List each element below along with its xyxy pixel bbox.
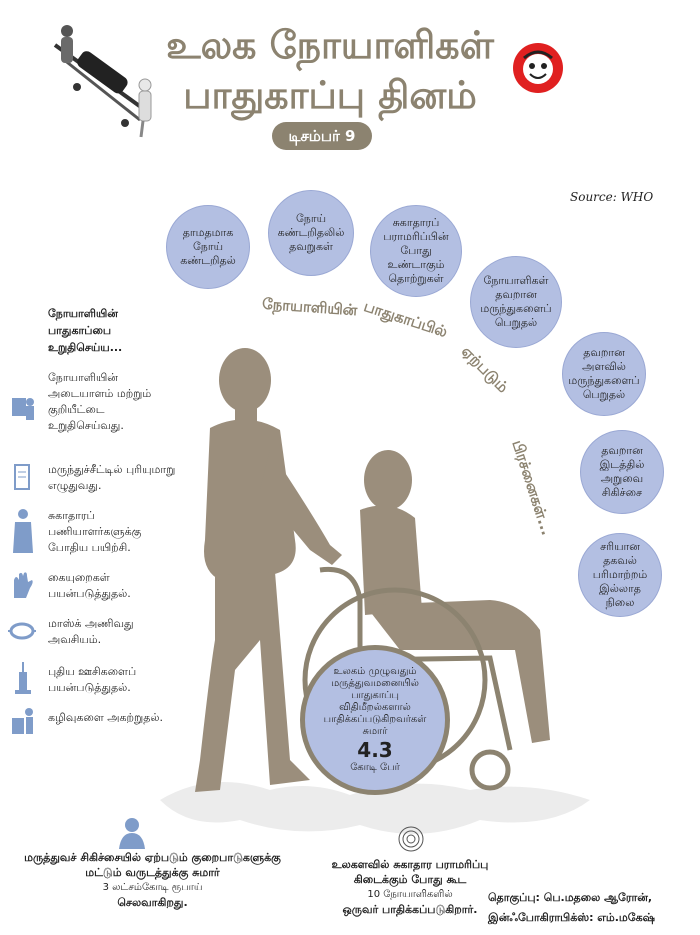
problem-bubble: தாமதமாக நோய் கண்டறிதல் — [166, 205, 250, 289]
doctor-icon — [119, 818, 145, 849]
health-worker-icon — [13, 509, 33, 553]
stretcher-illustration — [53, 25, 152, 138]
world-map-background — [160, 782, 590, 834]
page-title-line2: பாதுகாப்பு தினம் — [183, 73, 477, 117]
safety-tip: மாஸ்க் அணிவது அவசியம். — [48, 617, 134, 646]
source-label: Source: WHO — [570, 190, 654, 204]
safety-tip: நோயாளியின் அடையாளம் மற்றும் குறியீட்டை உ… — [48, 371, 152, 432]
safety-tip: கழிவுகளை அகற்றுதல். — [48, 711, 163, 724]
caregiver-wheelchair-silhouette — [195, 348, 550, 792]
safety-tip: புதிய ஊசிகளைப் பயன்படுத்துதல். — [48, 665, 137, 694]
stat-description: உலகம் முழுவதும் மருத்துவமனையில் பாதுகாப்… — [323, 666, 427, 737]
problem-bubble: நோய் கண்டறிதலில் தவறுகள் — [268, 190, 354, 276]
prescription-icon — [14, 464, 30, 490]
harm-ratio-stat: உலகளவில் சுகாதார பராமரிப்பு கிடைக்கும் ப… — [331, 858, 489, 916]
problem-bubble: தவறான அளவில் மருந்துகளைப் பெறுதல் — [562, 332, 646, 416]
credits: தொகுப்பு: பெ.மதலை ஆரோன், இன்ஃபோகிராபிக்ஸ… — [488, 891, 655, 924]
problem-bubble: தவறான இடத்தில் அறுவை சிகிச்சை — [580, 430, 664, 514]
waste-disposal-icon — [12, 708, 33, 734]
mask-icon — [8, 622, 36, 640]
safety-tip: மருந்துச்சீட்டில் புரியுமாறு எழுதுவது. — [48, 463, 176, 492]
gloves-icon — [14, 572, 33, 598]
syringe-icon — [15, 662, 31, 694]
safety-heading: நோயாளியின் பாதுகாப்பை உறுதிசெய்ய... — [48, 307, 123, 354]
arc-heading-word: பாதுகாப்பில் — [361, 297, 450, 342]
id-check-icon — [12, 398, 34, 420]
safety-tip: கையுறைகள் பயன்படுத்துதல். — [48, 571, 131, 600]
problem-bubble: சுகாதாரப் பராமரிப்பின் போது உண்டாகும் தொ… — [370, 205, 462, 297]
target-rings-icon — [398, 826, 424, 852]
problem-bubble: சரியான தகவல் பரிமாற்றம் இல்லாத நிலை — [578, 533, 662, 617]
stat-circle: உலகம் முழுவதும் மருத்துவமனையில் பாதுகாப்… — [300, 645, 450, 795]
stat-number: 4.3 — [357, 738, 393, 762]
date-badge: டிசம்பர் 9 — [272, 122, 372, 150]
safety-tip: சுகாதாரப் பணியாளர்களுக்கு போதிய பயிற்சி. — [48, 509, 142, 554]
stat-unit: கோடி பேர் — [350, 762, 400, 773]
logo-face-icon — [513, 43, 563, 93]
cost-stat: மருத்துவச் சிகிச்சையில் ஏற்படும் குறைபாட… — [24, 851, 281, 909]
problem-bubble: நோயாளிகள் தவறான மருந்துகளைப் பெறுதல் — [470, 256, 562, 348]
page-title-line1: உலக நோயாளிகள் — [166, 23, 494, 67]
arc-heading-word: நோயாளியின் — [261, 294, 358, 320]
